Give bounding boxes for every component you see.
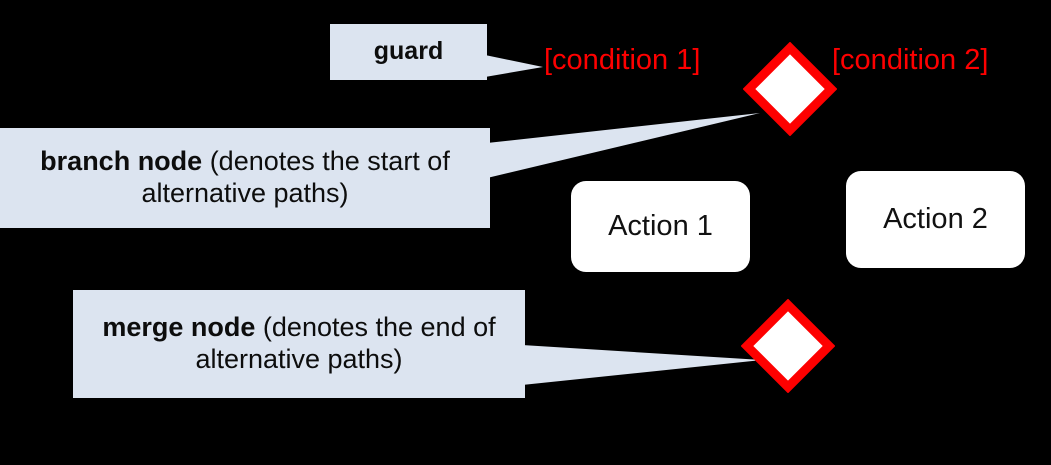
action-node-1-label: Action 1 — [608, 210, 713, 242]
merge-node-annotation-bold: merge node — [102, 312, 256, 343]
branch-node-callout-tail — [487, 113, 760, 178]
guard-callout-tail — [485, 55, 543, 77]
merge-node-callout-tail — [522, 345, 762, 385]
branch-node-annotation-text: branch node (denotes the start of altern… — [14, 146, 476, 210]
action-node-1[interactable]: Action 1 — [571, 181, 750, 272]
guard-condition-1-label: [condition 1] — [544, 44, 701, 76]
merge-node-annotation-rest: (denotes the end of alternative paths) — [195, 312, 496, 374]
guard-annotation-callout: guard — [330, 24, 487, 80]
guard-condition-2-label: [condition 2] — [832, 44, 989, 76]
branch-decision-node-diamond[interactable] — [743, 42, 837, 136]
branch-node-annotation-bold: branch node — [40, 146, 203, 177]
merge-node-diamond[interactable] — [741, 299, 835, 393]
merge-node-annotation-text: merge node (denotes the end of alternati… — [87, 312, 511, 376]
branch-node-annotation-rest: (denotes the start of alternative paths) — [141, 146, 450, 208]
guard-annotation-label: guard — [373, 37, 444, 66]
action-node-2-label: Action 2 — [883, 203, 988, 235]
action-node-2[interactable]: Action 2 — [846, 171, 1025, 268]
merge-node-annotation-callout: merge node (denotes the end of alternati… — [73, 290, 525, 398]
branch-node-annotation-callout: branch node (denotes the start of altern… — [0, 128, 490, 228]
